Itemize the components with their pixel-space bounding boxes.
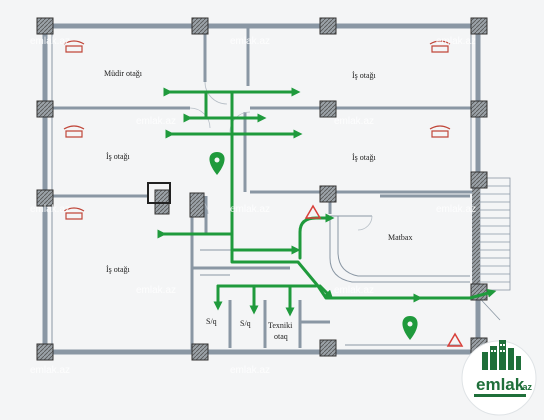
- location-pin-icon: [209, 152, 225, 175]
- outer-walls: [42, 23, 481, 355]
- location-pin-icon: [402, 316, 418, 340]
- room-label-is-top-right: İş otağı: [352, 71, 377, 80]
- watermark-text: emlak.az: [136, 116, 176, 127]
- emlak-logo: emlak .az: [461, 340, 537, 416]
- room-label-sq-1: S/q: [206, 317, 217, 326]
- watermark-text: emlak.az: [334, 285, 374, 296]
- watermark-text: emlak.az: [230, 36, 270, 47]
- phone-icon: [63, 207, 85, 220]
- watermarks: emlak.az emlak.az emlak.az emlak.az emla…: [30, 36, 476, 376]
- room-label-matbax: Matbax: [388, 233, 412, 242]
- warning-triangle-icon: [304, 204, 322, 219]
- watermark-text: emlak.az: [30, 36, 70, 47]
- watermark-text: emlak.az: [230, 365, 270, 376]
- warning-triangle-icon: [446, 332, 464, 347]
- watermark-text: emlak.az: [230, 204, 270, 215]
- phone-icon: [429, 125, 451, 138]
- phone-icon: [63, 125, 85, 138]
- room-label-is-bottom-left: İş otağı: [106, 265, 131, 274]
- room-label-is-mid-left: İş otağı: [106, 152, 131, 161]
- phone-icon: [429, 40, 451, 53]
- interior-walls: [45, 26, 478, 352]
- logo-main-text: emlak: [476, 375, 525, 394]
- watermark-text: emlak.az: [436, 36, 476, 47]
- watermark-text: emlak.az: [30, 365, 70, 376]
- room-label-texniki-1: Texniki: [268, 321, 293, 330]
- watermark-text: emlak.az: [334, 116, 374, 127]
- pillar-outline: [147, 182, 171, 204]
- watermark-text: emlak.az: [30, 204, 70, 215]
- thin-partitions: [200, 215, 470, 346]
- watermark-text: emlak.az: [436, 204, 476, 215]
- room-label-texniki-2: otaq: [274, 332, 288, 341]
- room-label-mudir: Müdir otağı: [104, 69, 143, 78]
- room-label-sq-2: S/q: [240, 319, 251, 328]
- room-label-is-mid-right: İş otağı: [352, 153, 377, 162]
- stair-wall: [472, 180, 480, 290]
- watermark-text: emlak.az: [136, 285, 176, 296]
- phone-icon: [63, 40, 85, 53]
- logo-sub-text: .az: [520, 382, 533, 392]
